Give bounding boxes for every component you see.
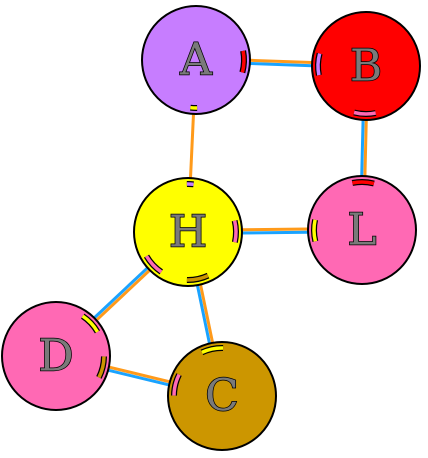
node-b-label: B [350, 41, 382, 92]
edge-B-L-line-1 [363, 119, 368, 177]
edge-H-D-line-1 [95, 269, 151, 322]
port-b-to-l [353, 110, 377, 116]
edge-H-L-line-1 [241, 227, 309, 232]
edge-B-L-line-2 [360, 119, 365, 177]
node-a-label: A [179, 35, 213, 86]
port-b-to-a [316, 53, 322, 76]
port-a-to-b [240, 50, 246, 73]
port-c-to-d [172, 373, 181, 396]
node-a-circle [141, 5, 251, 115]
node-d-circle [1, 301, 111, 411]
node-d-label: D [38, 331, 73, 382]
node-l[interactable]: L [307, 175, 417, 285]
port-h-to-d [145, 255, 163, 274]
node-b[interactable]: B [311, 11, 421, 121]
node-l-circle [307, 175, 417, 285]
node-b-circle [311, 11, 421, 121]
port-l-to-h [312, 219, 318, 242]
port-h-to-c [186, 273, 209, 282]
node-d[interactable]: D [1, 301, 111, 411]
node-c-label: C [205, 371, 239, 422]
node-h-circle [133, 177, 243, 287]
node-l-label: L [347, 205, 376, 256]
edge-A-H-line-1 [189, 113, 195, 179]
node-c[interactable]: C [167, 341, 277, 451]
port-l-to-b [351, 180, 375, 186]
edge-H-C-line-2 [195, 284, 211, 344]
edge-H-C-line-1 [199, 284, 215, 344]
port-c-to-h [201, 346, 224, 355]
nodes-layer: A B H L D C [1, 5, 421, 451]
port-d-to-c [97, 356, 106, 379]
node-h-label: H [169, 207, 207, 258]
port-d-to-h [81, 314, 99, 333]
edge-H-L-line-2 [241, 230, 309, 235]
edge-A-B-line-2 [249, 62, 313, 68]
edge-D-C-line-1 [108, 365, 171, 384]
edge-A-B-line-1 [249, 58, 313, 64]
port-h-to-l [232, 220, 238, 243]
ports-layer [80, 50, 377, 396]
edge-D-C-line-2 [107, 368, 170, 387]
edges-layer [93, 58, 368, 387]
node-c-circle [167, 341, 277, 451]
node-a[interactable]: A [141, 5, 251, 115]
edge-H-D-line-2 [93, 266, 149, 319]
node-h[interactable]: H [133, 177, 243, 287]
